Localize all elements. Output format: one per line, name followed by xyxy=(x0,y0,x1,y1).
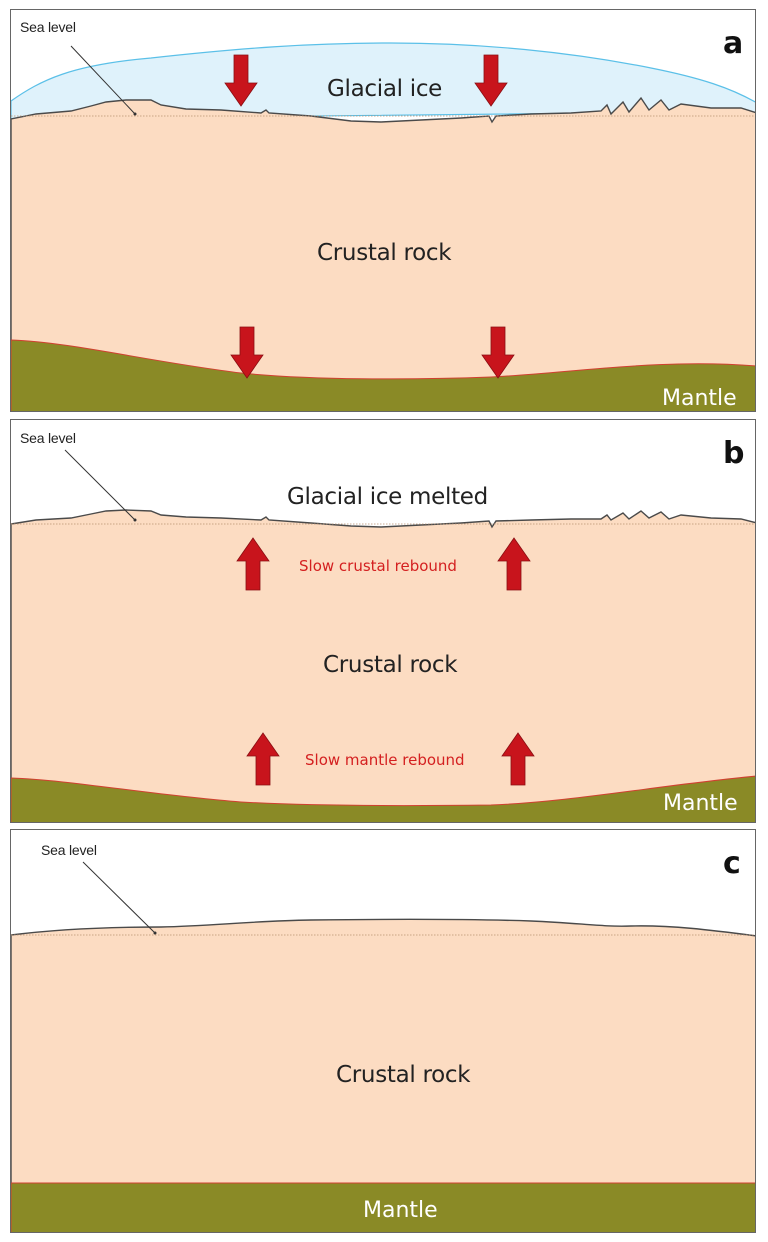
sea-level-pointer xyxy=(70,45,136,115)
glacial-ice-melted-label: Glacial ice melted xyxy=(287,484,488,510)
sea-level-pointer xyxy=(64,449,136,521)
sea-level-label: Sea level xyxy=(20,19,76,35)
sea-level-label: Sea level xyxy=(41,842,97,858)
crustal-rock-shape xyxy=(11,918,755,1232)
panel-letter: b xyxy=(723,436,745,471)
down-arrow-icon xyxy=(481,326,515,379)
mantle-rebound-label: Slow mantle rebound xyxy=(305,751,465,769)
up-arrow-icon xyxy=(246,732,280,786)
mantle-label: Mantle xyxy=(662,386,737,411)
up-arrow-icon xyxy=(236,537,270,591)
crustal-rock-shape xyxy=(11,509,755,822)
crustal-rock-label: Crustal rock xyxy=(323,652,458,678)
panel-letter: c xyxy=(723,846,741,881)
glacial-ice-shape xyxy=(11,42,755,120)
mantle-shape xyxy=(11,775,755,822)
glacial-ice-label: Glacial ice xyxy=(327,76,443,102)
mantle-shape xyxy=(11,339,755,411)
crustal-rock-shape xyxy=(11,96,755,411)
panel-b-drawing xyxy=(11,449,755,822)
up-arrow-icon xyxy=(501,732,535,786)
crustal-rock-label: Crustal rock xyxy=(336,1062,471,1088)
mantle-shape xyxy=(11,1182,755,1232)
crustal-rebound-label: Slow crustal rebound xyxy=(299,557,457,575)
panel-c-drawing xyxy=(11,861,755,1232)
down-arrow-icon xyxy=(474,54,508,107)
panel-a-drawing xyxy=(11,42,755,411)
mantle-label: Mantle xyxy=(363,1198,438,1223)
panel-a: Sea level a Glacial ice Crustal rock Man… xyxy=(10,9,756,412)
down-arrow-icon xyxy=(224,54,258,107)
sea-level-pointer xyxy=(82,861,156,934)
panel-c: Sea level c Crustal rock Mantle xyxy=(10,829,756,1233)
sea-level-label: Sea level xyxy=(20,430,76,446)
up-arrow-icon xyxy=(497,537,531,591)
crustal-rock-label: Crustal rock xyxy=(317,240,452,266)
panel-b: Sea level b Glacial ice melted Slow crus… xyxy=(10,419,756,823)
mantle-label: Mantle xyxy=(663,791,738,816)
panel-letter: a xyxy=(723,26,744,61)
down-arrow-icon xyxy=(230,326,264,379)
